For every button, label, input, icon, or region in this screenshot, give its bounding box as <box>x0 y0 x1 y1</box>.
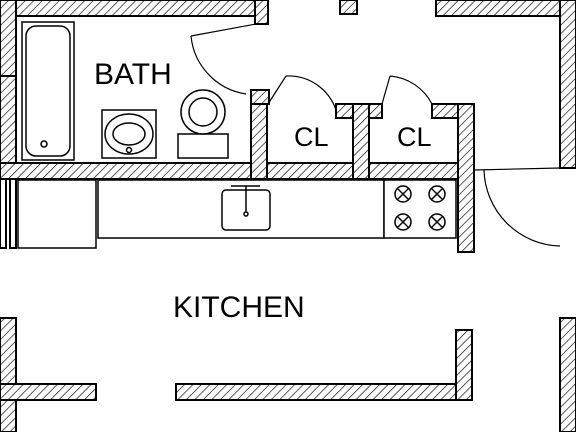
burner-icon <box>394 185 412 203</box>
room-label-kitchen: KITCHEN <box>173 291 305 324</box>
wall-top-mid <box>339 0 358 15</box>
burner-icon <box>394 213 412 231</box>
toilet <box>177 89 229 159</box>
wall-bottom-left <box>0 383 97 401</box>
kitchen-sink-drain-icon <box>243 211 249 217</box>
wall-bottom-right <box>175 383 473 401</box>
bathtub <box>21 21 75 161</box>
wall-bath-kitchen <box>0 162 471 180</box>
wall-left-lower <box>0 317 17 432</box>
wall-closet-right <box>457 103 475 253</box>
stove <box>383 179 457 239</box>
room-label-bath: BATH <box>94 58 172 91</box>
tub-drain-icon <box>40 140 48 148</box>
wall-bottom-right-post <box>455 329 473 401</box>
room-label-closet-right: CL <box>397 122 432 152</box>
bath-sink <box>101 109 157 159</box>
room-label-closet-left: CL <box>294 122 329 152</box>
wall-left-bath <box>0 75 17 177</box>
wall-closet-left-top <box>250 89 270 105</box>
bath-door <box>190 23 257 95</box>
closet-left-door <box>267 75 337 111</box>
burner-icon <box>428 213 446 231</box>
closet-right-door <box>381 75 433 105</box>
burner-icon <box>428 185 446 203</box>
wall-top-left <box>0 0 269 17</box>
wall-bath-door-jamb <box>254 0 269 25</box>
wall-right-upper <box>559 0 576 169</box>
kitchen-sink <box>221 185 271 231</box>
entry-door <box>473 167 561 247</box>
refrigerator <box>17 179 97 249</box>
wall-right-lower <box>559 317 576 432</box>
wall-top-right <box>435 0 576 17</box>
sink-faucet-icon <box>125 146 133 154</box>
wall-closet-divider <box>352 103 370 180</box>
wall-left-upper <box>0 0 17 77</box>
